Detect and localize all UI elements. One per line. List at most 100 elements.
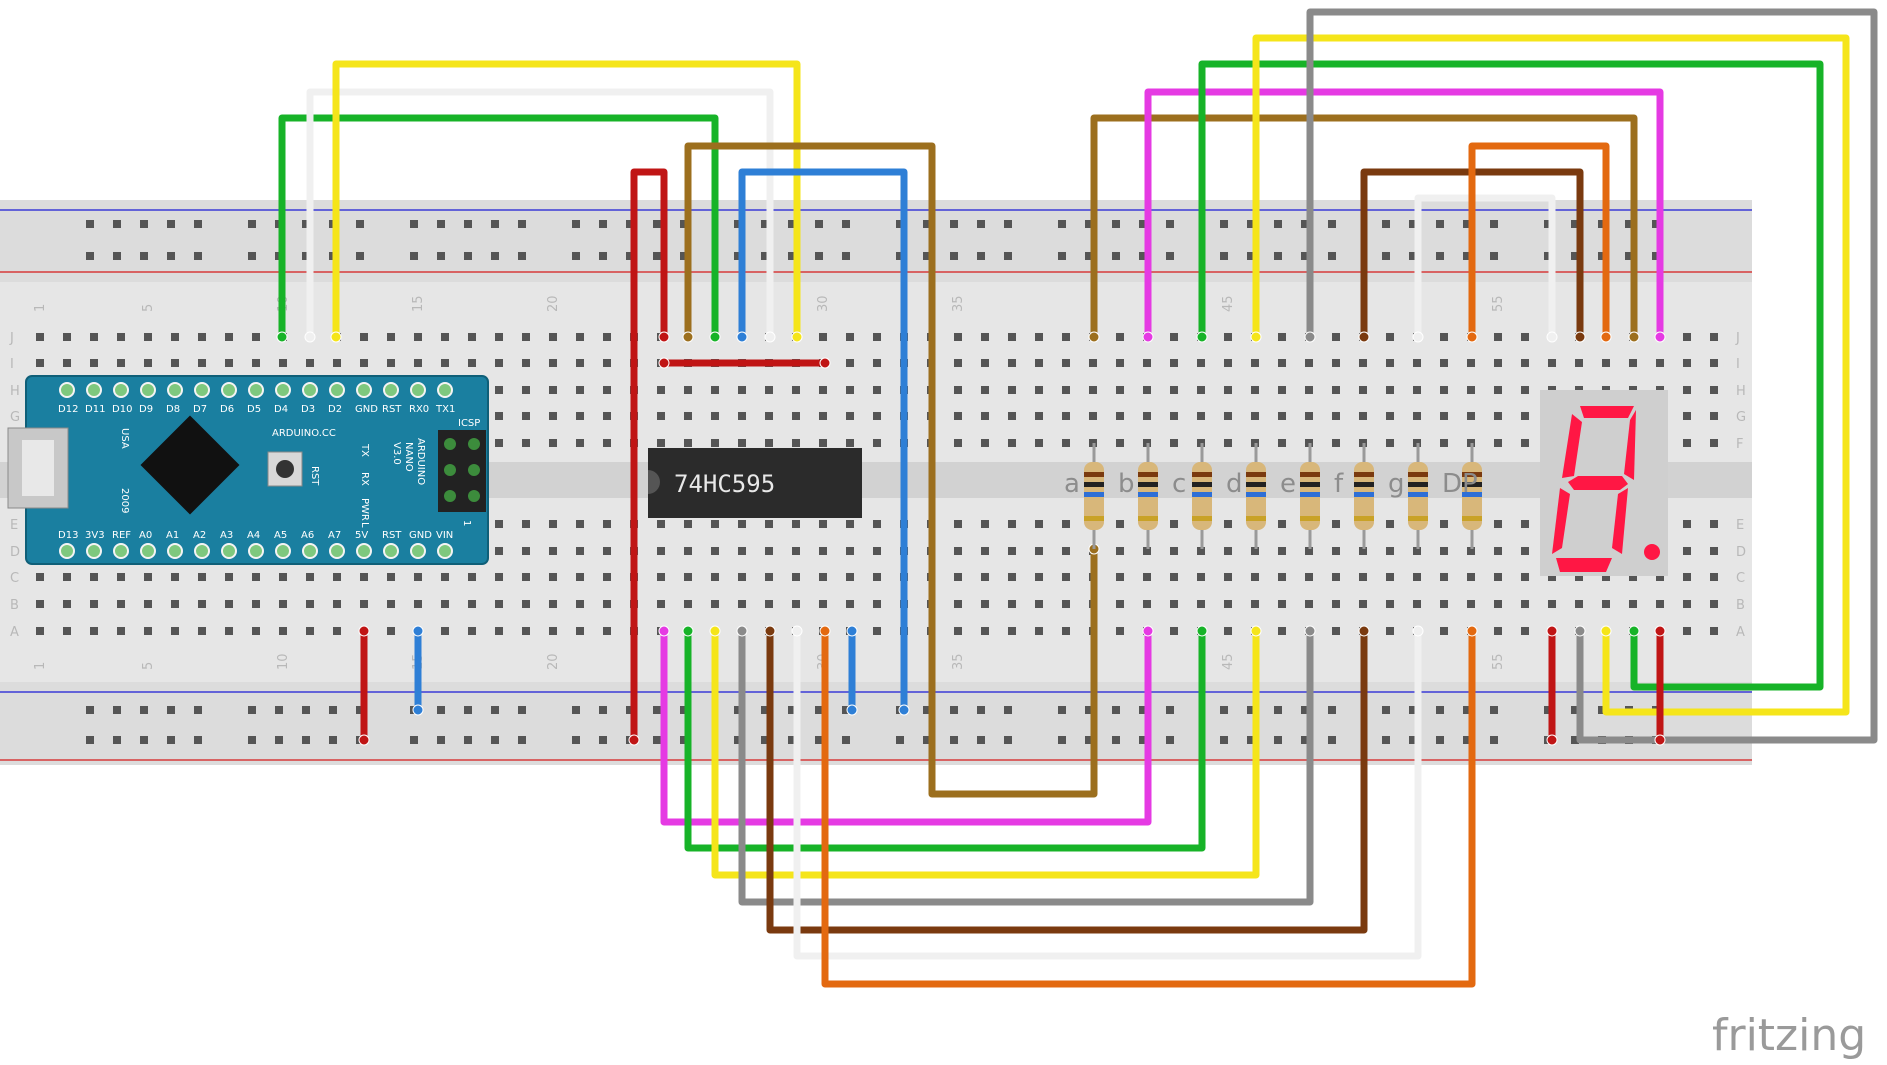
column-number: 45 (1221, 653, 1236, 670)
pin-label: D9 (139, 404, 153, 415)
pin-label: A1 (166, 530, 179, 541)
wire-end (1466, 331, 1478, 343)
hole (36, 573, 44, 581)
pin-label: A0 (139, 530, 152, 541)
column-number: 55 (1491, 295, 1506, 312)
rail-hole (842, 220, 850, 228)
resistor-band (1300, 516, 1320, 521)
hole (1008, 573, 1016, 581)
hole (1683, 547, 1691, 555)
rail-hole (1571, 252, 1579, 260)
column-number: 5 (141, 662, 156, 670)
hole (1305, 386, 1313, 394)
hole (819, 412, 827, 420)
hole (576, 547, 584, 555)
hole (1062, 573, 1070, 581)
segment-label: f (1334, 469, 1344, 499)
hole (522, 333, 530, 341)
hole (36, 359, 44, 367)
rail-hole (464, 706, 472, 714)
hole (171, 627, 179, 635)
hole (495, 386, 503, 394)
hole (1521, 547, 1529, 555)
hole (1035, 520, 1043, 528)
hole (792, 386, 800, 394)
hole (981, 386, 989, 394)
hole (765, 600, 773, 608)
hole (225, 333, 233, 341)
hole (279, 600, 287, 608)
hole (1386, 627, 1394, 635)
rail-hole (1220, 736, 1228, 744)
hole (1602, 359, 1610, 367)
rail-hole (1463, 706, 1471, 714)
hole (1413, 547, 1421, 555)
hole (1278, 547, 1286, 555)
header-pin (86, 382, 102, 398)
wire-end (304, 331, 316, 343)
rail-hole (1274, 252, 1282, 260)
hole (1170, 520, 1178, 528)
header-pin (221, 382, 237, 398)
hole (1224, 333, 1232, 341)
rail-hole (1085, 252, 1093, 260)
rail-hole (1571, 736, 1579, 744)
hole (495, 359, 503, 367)
resistor-band (1354, 482, 1374, 487)
hole (90, 600, 98, 608)
pin-one-label: 1 (461, 520, 472, 526)
header-pin (221, 543, 237, 559)
hole (1035, 547, 1043, 555)
pin-label: TX1 (435, 404, 455, 415)
hole (1575, 600, 1583, 608)
wire-end (1412, 331, 1424, 343)
wire-end (791, 331, 803, 343)
header-pin (383, 382, 399, 398)
hole (1467, 600, 1475, 608)
hole (549, 412, 557, 420)
hole (1521, 520, 1529, 528)
hole (1440, 573, 1448, 581)
wire-end (1412, 625, 1424, 637)
hole (1116, 359, 1124, 367)
hole (684, 412, 692, 420)
rail-hole (680, 220, 688, 228)
wire (278, 114, 719, 341)
nano-label: NANO (403, 442, 414, 472)
hole (1143, 359, 1151, 367)
hole (1386, 439, 1394, 447)
header-pin (59, 382, 75, 398)
hole (873, 359, 881, 367)
rx-led-label: RX (359, 472, 370, 486)
wire (332, 60, 801, 341)
hole (279, 627, 287, 635)
header-pin (59, 543, 75, 559)
hole (495, 600, 503, 608)
hole (954, 359, 962, 367)
hole (792, 412, 800, 420)
hole (1683, 412, 1691, 420)
rail-hole (950, 220, 958, 228)
wires (276, 8, 1878, 988)
hole (1170, 600, 1178, 608)
hole (1683, 439, 1691, 447)
wire (738, 627, 1314, 906)
wire-end (1142, 625, 1154, 637)
rail-hole (1625, 252, 1633, 260)
hole (1710, 439, 1718, 447)
hole (279, 359, 287, 367)
header-pin (167, 382, 183, 398)
hole (1494, 439, 1502, 447)
hole (1116, 520, 1124, 528)
rail-hole (1004, 252, 1012, 260)
hole (333, 573, 341, 581)
rail-hole (896, 220, 904, 228)
resistor-band (1462, 492, 1482, 497)
rail-hole (1004, 706, 1012, 714)
header-pin (194, 543, 210, 559)
rail-hole (437, 252, 445, 260)
wire-end (819, 625, 831, 637)
rail-hole (194, 706, 202, 714)
hole (1440, 547, 1448, 555)
rail-hole (815, 736, 823, 744)
